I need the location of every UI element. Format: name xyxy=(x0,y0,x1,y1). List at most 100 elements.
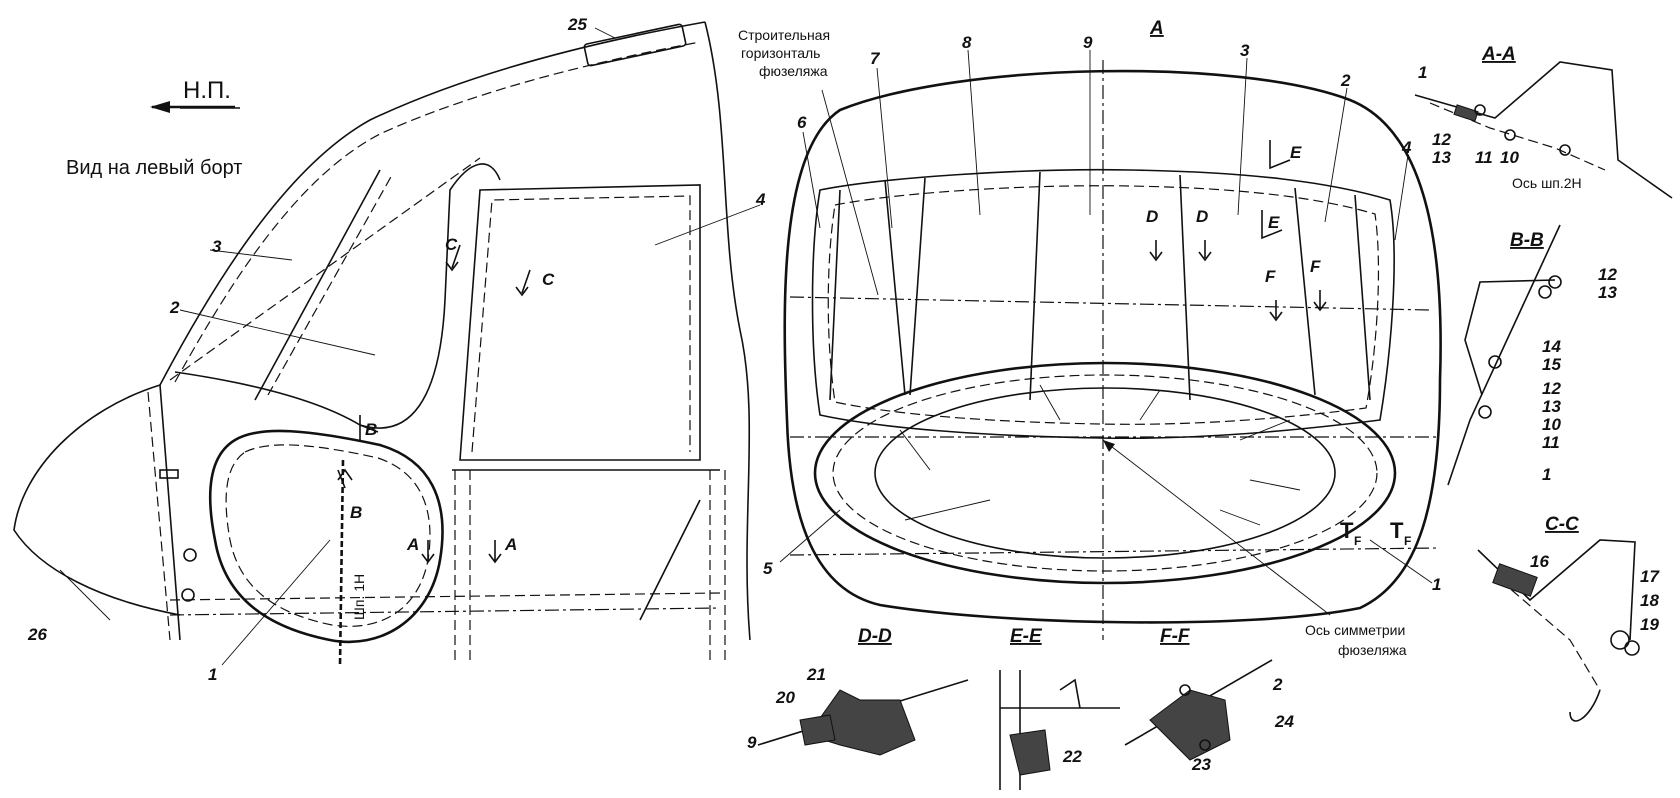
leader-1 xyxy=(221,539,331,666)
section-e-arrow-1 xyxy=(1269,140,1291,170)
construction-horizontal xyxy=(789,296,1431,311)
divider-4 xyxy=(1354,194,1371,401)
oval-spoke xyxy=(1139,389,1161,421)
part-number: 24 xyxy=(1274,712,1294,731)
bolt-icon xyxy=(1538,285,1552,299)
bolt-icon xyxy=(1610,630,1630,650)
section-dd: D-D 21 20 9 xyxy=(747,626,969,756)
arrow-left-icon xyxy=(150,101,170,113)
divider-7 xyxy=(884,179,906,396)
section-cc-title: С-С xyxy=(1545,514,1579,535)
part-number: 9 xyxy=(747,733,757,752)
section-aa-note: Ось шп.2Н xyxy=(1512,175,1582,191)
part-number: 23 xyxy=(1191,755,1211,774)
part-number: 17 xyxy=(1640,567,1660,586)
part-number: 10 xyxy=(1500,148,1519,167)
side-view-break-line xyxy=(704,21,751,641)
part-number: 1 xyxy=(1542,465,1551,484)
section-mark: D xyxy=(1196,207,1208,226)
side-view-numbers: 25 3 2 4 26 1 xyxy=(27,15,766,684)
section-ee-seal xyxy=(1009,729,1051,776)
section-mark: A xyxy=(504,535,517,554)
section-aa-title: А-А xyxy=(1481,44,1516,65)
part-number: 20 xyxy=(775,688,795,707)
arrow-head-icon xyxy=(1103,440,1115,452)
section-ff-title: F-F xyxy=(1160,626,1191,647)
leader-6 xyxy=(802,131,821,229)
section-mark: A xyxy=(406,535,419,554)
canopy-window-band xyxy=(811,168,1395,440)
part-number: 2 xyxy=(1272,675,1283,694)
panel-25-hatch xyxy=(583,23,687,67)
lower-dashdot-line xyxy=(169,607,721,616)
oval-spoke xyxy=(1239,419,1291,441)
part-number: 12 xyxy=(1542,379,1561,398)
horizontal-label-line: горизонталь xyxy=(741,45,820,61)
nose-joint-dashed xyxy=(147,391,171,641)
section-ee-clip xyxy=(1059,678,1081,709)
part-number: 1 xyxy=(1418,63,1427,82)
section-ff: F-F 2 24 23 xyxy=(1124,626,1294,774)
leader-1-front xyxy=(1369,539,1433,584)
part-number: 21 xyxy=(806,665,826,684)
nose-cone xyxy=(13,384,181,616)
side-window-4-inner xyxy=(471,195,691,453)
door-handle-line xyxy=(639,499,701,621)
section-mark: F xyxy=(1265,267,1276,286)
part-number: 3 xyxy=(212,237,222,256)
canopy-window-band-inner xyxy=(827,185,1380,425)
bolt-icon xyxy=(1504,129,1516,141)
leader-8 xyxy=(967,49,981,216)
part-number: 7 xyxy=(870,49,881,68)
section-cc-hook xyxy=(1569,689,1601,722)
section-bb: В-В 12 13 14 15 12 13 10 11 1 xyxy=(1447,224,1617,486)
t-mark: T xyxy=(1340,518,1354,543)
part-number: 8 xyxy=(962,33,972,52)
horizontal-label-line: фюзеляжа xyxy=(759,63,828,79)
part-number: 13 xyxy=(1542,397,1561,416)
part-number: 22 xyxy=(1062,747,1082,766)
window-pillar xyxy=(254,169,381,401)
oval-spoke xyxy=(899,429,931,471)
part-number: 10 xyxy=(1542,415,1561,434)
horizontal-3 xyxy=(789,547,1441,556)
section-a-arrow-2 xyxy=(488,540,502,564)
bolt-icon xyxy=(1199,739,1211,751)
leader-3 xyxy=(209,249,293,261)
part-number: 11 xyxy=(1475,148,1493,167)
section-f-arrow-1 xyxy=(1269,300,1283,322)
leader-3-front xyxy=(1237,57,1248,216)
nose-joint-line xyxy=(159,384,181,641)
bolt-icon xyxy=(1559,144,1571,156)
section-c-arrow-1 xyxy=(445,244,461,272)
leader-4 xyxy=(654,204,761,246)
section-mark: C xyxy=(445,235,458,254)
part-number: 13 xyxy=(1598,283,1617,302)
section-mark: E xyxy=(1290,143,1302,162)
part-number: 12 xyxy=(1598,265,1617,284)
part-number: 4 xyxy=(1401,138,1412,157)
section-ee: E-E 22 xyxy=(999,626,1120,790)
horizontal-label-line: Строительная xyxy=(738,27,830,43)
section-aa-seal xyxy=(1453,104,1479,122)
part-number: 18 xyxy=(1640,591,1659,610)
frame-1n-label: Шп. 1Н xyxy=(351,574,367,620)
leader-horizontal xyxy=(821,89,879,296)
frame-1n-line xyxy=(338,459,345,666)
side-view-section-marks: C C B B A A xyxy=(350,235,555,554)
front-window-outline xyxy=(174,163,501,429)
front-outer-contour xyxy=(783,69,1442,624)
leader-4-front xyxy=(1394,154,1409,241)
window-divider-upper xyxy=(169,157,481,381)
t-mark-sub: F xyxy=(1404,534,1411,548)
symmetry-label-line: Ось симметрии xyxy=(1305,622,1405,638)
section-d-arrow-1 xyxy=(1149,240,1163,262)
part-number: 4 xyxy=(755,190,766,209)
section-mark: B xyxy=(365,420,377,439)
section-mark: F xyxy=(1310,257,1321,276)
section-aa: А-А 1 12 13 11 10 Ось шп.2Н xyxy=(1414,44,1673,199)
section-bb-strip xyxy=(1447,224,1561,486)
canopy-top-contour xyxy=(159,21,706,386)
part-number: 11 xyxy=(1542,433,1560,452)
t-mark: T xyxy=(1390,518,1404,543)
